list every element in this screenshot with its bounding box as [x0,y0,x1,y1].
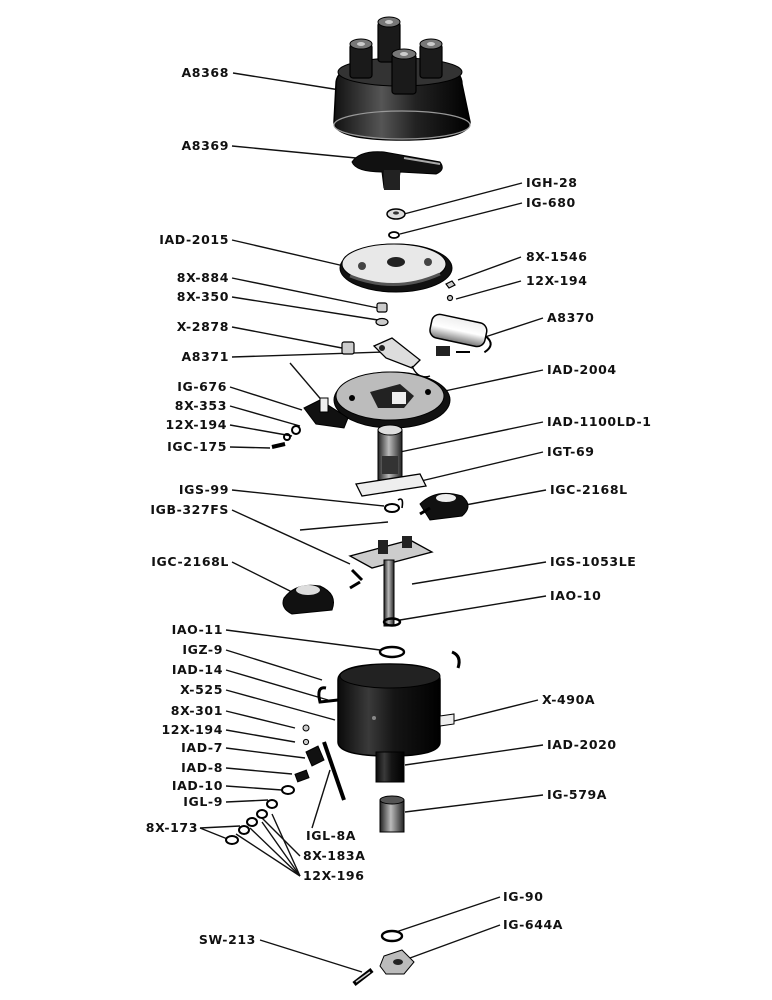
small-hardware-top [386,208,406,239]
label-a8369: A8369 [181,138,229,153]
label-sw-213: SW-213 [198,932,256,947]
label-8x-350: 8X-350 [176,289,229,304]
side-terminal-hardware [225,724,346,845]
label-iad-8: IAD-8 [181,760,223,775]
label-igc-175: IGC-175 [167,439,227,454]
label-igh-28: IGH-28 [526,175,578,190]
cam-shaft [355,424,427,497]
label-8x-173: 8X-173 [145,820,198,835]
label-iad-2020: IAD-2020 [547,737,617,752]
label-x-490a: X-490A [542,692,596,707]
label-igc-2168l-right: IGC-2168L [550,482,628,497]
label-ig-680: IG-680 [526,195,576,210]
weight-base-plate [348,536,434,582]
label-8x-884: 8X-884 [176,270,229,285]
label-igl-9: IGL-9 [183,794,223,809]
label-igt-69: IGT-69 [547,444,595,459]
label-12x-194-top: 12X-194 [526,273,588,288]
condenser [429,313,492,356]
label-iad-2015: IAD-2015 [159,232,229,247]
contact-arm [271,397,349,449]
rotor [351,151,443,190]
label-8x-183a: 8X-183A [303,848,366,863]
label-iad-10: IAD-10 [171,778,223,793]
label-iad-1100ld-1: IAD-1100LD-1 [547,414,652,429]
label-igc-2168l-left: IGC-2168L [151,554,229,569]
label-a8368: A8368 [181,65,229,80]
label-igl-8a: IGL-8A [306,828,357,843]
advance-weight-right [419,492,469,521]
leader-lines [199,72,547,973]
label-igs-1053le: IGS-1053LE [550,554,637,569]
breaker-cam-plate [339,243,453,293]
label-iad-2004: IAD-2004 [547,362,617,377]
drive-gear-hardware [352,929,415,986]
label-12x-194-mid: 12X-194 [165,417,227,432]
breaker-plate [333,371,451,429]
label-igb-327fs: IGB-327FS [150,502,229,517]
retainer-spring [384,498,404,513]
label-12x-196: 12X-196 [303,868,365,883]
label-ig-90: IG-90 [503,889,544,904]
label-iad-14: IAD-14 [171,662,223,677]
label-a8371: A8371 [181,349,229,364]
label-8x-1546: 8X-1546 [526,249,588,264]
label-8x-301: 8X-301 [170,703,223,718]
label-ig-644a: IG-644A [503,917,564,932]
label-8x-353: 8X-353 [174,398,227,413]
label-x-525: X-525 [180,682,223,697]
label-a8370: A8370 [547,310,595,325]
housing-bushing [379,795,405,833]
label-ig-676: IG-676 [177,379,227,394]
label-12x-194-low: 12X-194 [161,722,223,737]
label-ig-579a: IG-579A [547,787,608,802]
distributor-housing [317,650,461,783]
distributor-cap [333,16,471,141]
contact-points [372,337,431,378]
shaft-rings [378,617,406,659]
label-iad-7: IAD-7 [181,740,223,755]
small-screws [341,280,456,355]
label-iao-10: IAO-10 [550,588,602,603]
main-shaft [383,559,395,627]
advance-weight-left [282,580,361,615]
label-iao-11: IAO-11 [171,622,223,637]
label-igz-9: IGZ-9 [182,642,223,657]
label-x-2878: X-2878 [176,319,229,334]
label-igs-99: IGS-99 [178,482,229,497]
